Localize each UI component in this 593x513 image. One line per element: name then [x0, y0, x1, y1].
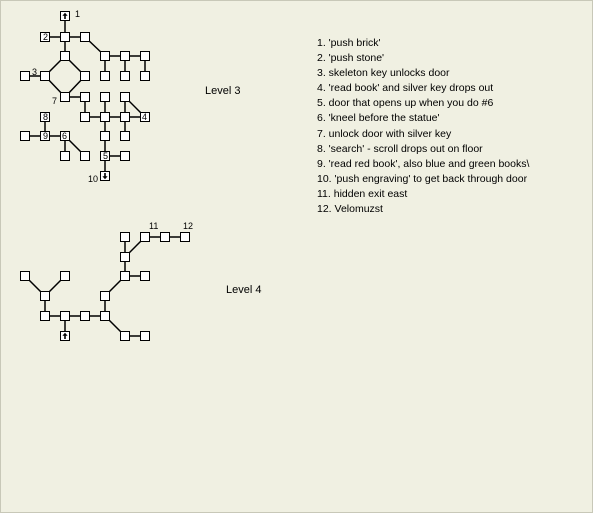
- room: [100, 151, 110, 161]
- up-arrow-icon: [62, 12, 68, 19]
- room: [80, 92, 90, 102]
- level-3-markers: 1 2 3 4 5 6 78 9 10: [32, 9, 147, 184]
- room: [20, 271, 30, 281]
- room: [20, 131, 30, 141]
- room: [60, 131, 70, 141]
- room: [120, 112, 130, 122]
- room: [60, 92, 70, 102]
- legend-item-5: 5. door that opens up when you do #6: [317, 97, 494, 110]
- room: [100, 71, 110, 81]
- room: [120, 271, 130, 281]
- room: [120, 232, 130, 242]
- legend-item-8: 8. 'search' - scroll drops out on floor: [317, 142, 483, 155]
- room: [100, 131, 110, 141]
- room: [60, 271, 70, 281]
- level-3-map: 1 2 3 4 5 6 78 9 10 Level 3: [20, 9, 240, 184]
- level-4-rooms: [20, 232, 190, 341]
- room: [80, 71, 90, 81]
- room: [20, 71, 30, 81]
- level-4-map: 11 12 Level 4: [20, 221, 261, 341]
- room: [80, 32, 90, 42]
- room-marker-12: 12: [183, 221, 193, 231]
- legend-item-3: 3. skeleton key unlocks door: [317, 67, 450, 80]
- room-marker-10: 10: [88, 174, 98, 184]
- up-arrow-icon: [62, 332, 68, 339]
- room: [180, 232, 190, 242]
- room: [100, 291, 110, 301]
- level-4-connections: [24, 236, 185, 337]
- room-marker-8: 8: [43, 112, 48, 122]
- level-3-rooms: [20, 11, 150, 181]
- room: [40, 131, 50, 141]
- legend-item-10: 10. 'push engraving' to get back through…: [317, 172, 528, 185]
- room: [100, 51, 110, 61]
- room: [60, 32, 70, 42]
- room-marker-1: 1: [75, 9, 80, 19]
- room: [140, 71, 150, 81]
- room-marker-9: 9: [43, 131, 48, 141]
- legend-item-12: 12. Velomuzst: [317, 203, 383, 216]
- room-marker-3: 3: [32, 67, 37, 77]
- room: [40, 32, 50, 42]
- legend-item-4: 4. 'read book' and silver key drops out: [317, 82, 494, 95]
- level-4-label: Level 4: [226, 284, 261, 296]
- room: [120, 51, 130, 61]
- room: [120, 151, 130, 161]
- room-marker-7: 7: [52, 96, 57, 106]
- room: [80, 151, 90, 161]
- room: [60, 151, 70, 161]
- room-marker-6: 6: [62, 131, 67, 141]
- legend-item-2: 2. 'push stone': [317, 52, 385, 65]
- room: [100, 311, 110, 321]
- room: [80, 311, 90, 321]
- room-marker-5: 5: [103, 151, 108, 161]
- level-4-markers: 11 12: [149, 221, 193, 231]
- room: [60, 311, 70, 321]
- room: [140, 232, 150, 242]
- room: [40, 71, 50, 81]
- room: [40, 112, 50, 122]
- room: [60, 51, 70, 61]
- legend-item-9: 9. 'read red book', also blue and green …: [317, 157, 530, 170]
- room: [160, 232, 170, 242]
- legend-item-6: 6. 'kneel before the statue': [317, 112, 440, 125]
- room: [100, 92, 110, 102]
- room: [140, 112, 150, 122]
- down-arrow-icon: [102, 173, 108, 180]
- room: [140, 271, 150, 281]
- room-marker-11: 11: [149, 221, 158, 231]
- room: [40, 311, 50, 321]
- room-marker-2: 2: [43, 32, 48, 42]
- room: [40, 291, 50, 301]
- room: [120, 331, 130, 341]
- room: [120, 71, 130, 81]
- room: [140, 331, 150, 341]
- room: [120, 252, 130, 262]
- legend-item-1: 1. 'push brick': [317, 37, 381, 49]
- room: [140, 51, 150, 61]
- room: [100, 112, 110, 122]
- room: [120, 92, 130, 102]
- room-marker-4: 4: [142, 112, 147, 122]
- room: [80, 112, 90, 122]
- room: [120, 131, 130, 141]
- legend-list: 1. 'push brick' 2. 'push stone' 3. skele…: [317, 36, 529, 217]
- legend-item-11: 11. hidden exit east: [317, 187, 408, 200]
- level-3-label: Level 3: [205, 85, 240, 97]
- legend-item-7: 7. unlock door with silver key: [317, 127, 452, 140]
